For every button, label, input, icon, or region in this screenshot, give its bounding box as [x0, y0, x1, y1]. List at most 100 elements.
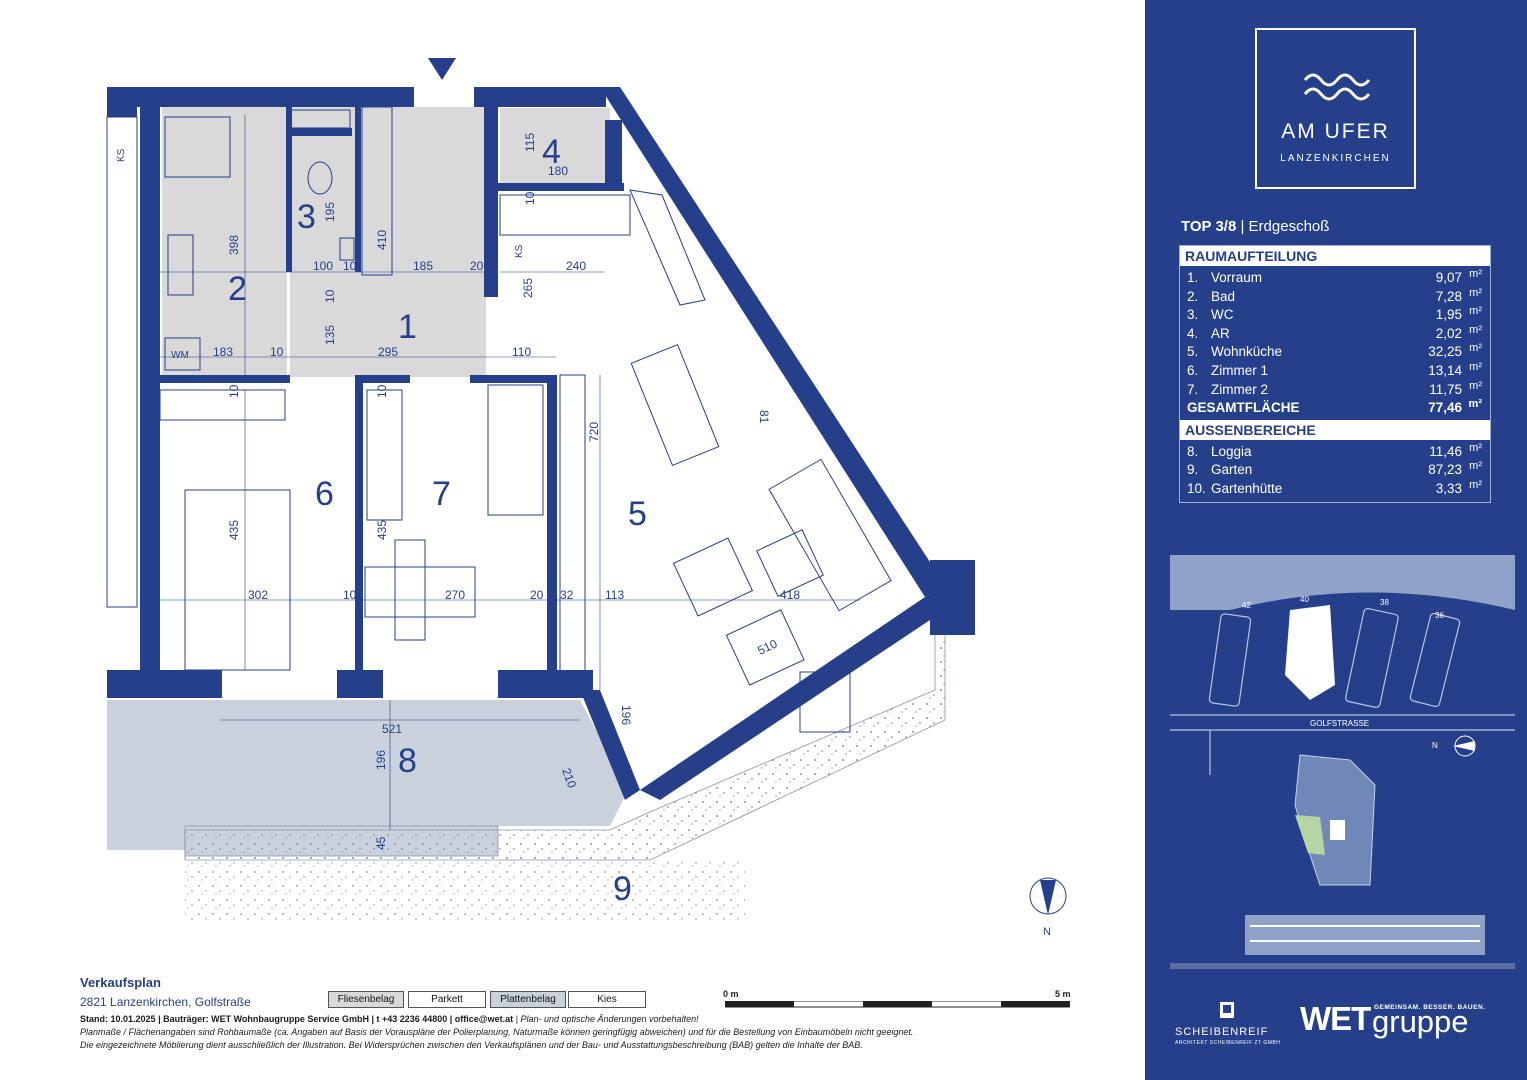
- legend-parkett: Parkett: [408, 991, 486, 1008]
- room-labels: 1 2 3 4 5 6 7 8 9: [228, 133, 647, 908]
- room-label-9: 9: [613, 870, 632, 908]
- room-name: Wohnküche: [1211, 344, 1283, 360]
- room-unit: m²: [1469, 379, 1482, 392]
- room-name: Zimmer 1: [1211, 362, 1268, 378]
- dim-180: 180: [548, 164, 568, 178]
- site-number-42: 42: [1242, 601, 1251, 610]
- room-label-1: 1: [398, 308, 417, 346]
- logo-title: AM UFER: [1281, 120, 1390, 143]
- storage-floor: [500, 108, 610, 183]
- dim-113: 113: [605, 588, 624, 602]
- dim-210: 210: [559, 766, 579, 790]
- outdoor-area: 87,23: [1428, 462, 1462, 478]
- dimension-lines: [160, 115, 860, 830]
- room-label-5: 5: [628, 495, 647, 533]
- total-label: GESAMTFLÄCHE: [1187, 400, 1300, 416]
- footer-title: Verkaufsplan: [80, 975, 161, 990]
- dim-435b: 435: [375, 520, 389, 540]
- outdoor-unit: m²: [1469, 478, 1482, 491]
- site-number-38: 38: [1380, 598, 1389, 607]
- outdoor-name: Gartenhütte: [1211, 480, 1283, 496]
- room-unit: m²: [1469, 305, 1482, 318]
- dim-10a: 10: [523, 191, 537, 205]
- dim-115: 115: [523, 133, 537, 152]
- total-unit: m²: [1468, 398, 1482, 411]
- credits: SCHEIBENREIF ARCHITEKT SCHEIBENREIF ZT G…: [1175, 1000, 1505, 1060]
- site-north-label: N: [1432, 741, 1438, 750]
- dim-45: 45: [374, 836, 388, 850]
- dim-183: 183: [213, 345, 233, 359]
- room-label-7: 7: [432, 475, 451, 513]
- dim-110: 110: [512, 345, 531, 359]
- logo: AM UFER LANZENKIRCHEN: [1255, 28, 1416, 189]
- entrance-arrow: [428, 58, 456, 80]
- outdoor-area: 3,33: [1435, 480, 1462, 496]
- dim-100: 100: [313, 259, 333, 273]
- dim-10g: 10: [343, 588, 357, 602]
- dim-240: 240: [566, 259, 586, 273]
- unit-number: TOP 3/8: [1181, 218, 1237, 235]
- scale-end: 5 m: [1055, 989, 1071, 999]
- loggia-floor: [107, 700, 628, 850]
- dim-295: 295: [378, 345, 398, 359]
- bath-floor: [162, 107, 287, 377]
- dim-195: 195: [323, 202, 337, 222]
- furniture: [159, 106, 892, 733]
- room-unit: m²: [1469, 268, 1482, 280]
- walls: [107, 87, 975, 800]
- footer: Verkaufsplan 2821 Lanzenkirchen, Golfstr…: [80, 975, 1140, 1075]
- architect-subtitle: ARCHITEKT SCHEIBENREIF ZT GMBH: [1175, 1040, 1281, 1046]
- waves-icon: [1303, 73, 1371, 101]
- room-label-4: 4: [542, 133, 561, 171]
- dim-20: 20: [470, 259, 484, 273]
- site-plan: 42 40 38 36 GOLFSTRASSE N: [1170, 555, 1515, 969]
- dim-510: 510: [755, 636, 779, 657]
- room-num: 1.: [1187, 270, 1199, 285]
- room-area: 13,14: [1428, 362, 1462, 378]
- outdoor-name: Loggia: [1211, 443, 1252, 459]
- site-number-36: 36: [1435, 611, 1444, 620]
- fixture-ks-1: KS: [116, 148, 127, 162]
- room-label-3: 3: [297, 198, 316, 236]
- room-num: 7.: [1187, 381, 1199, 397]
- room-area: 11,75: [1429, 381, 1462, 397]
- logo-subtitle: LANZENKIRCHEN: [1280, 153, 1391, 164]
- room-unit: m²: [1469, 286, 1482, 299]
- hall-floor: [290, 107, 486, 377]
- dim-10f: 10: [375, 384, 389, 398]
- site-north-icon: [1453, 735, 1476, 757]
- room-row: 7. Zimmer 2 11,75 m²: [1180, 380, 1490, 400]
- room-name: Zimmer 2: [1211, 381, 1268, 397]
- room-num: 3.: [1187, 307, 1199, 323]
- outdoor-area: 11,46: [1429, 443, 1462, 459]
- dim-10b: 10: [343, 259, 357, 273]
- dim-265: 265: [521, 278, 535, 298]
- room-label-6: 6: [315, 475, 334, 513]
- footer-date: Stand: 10.01.2025: [80, 1014, 156, 1024]
- dim-398: 398: [227, 235, 241, 255]
- architect-name: SCHEIBENREIF: [1175, 1026, 1269, 1038]
- footer-notes: Stand: 10.01.2025 | Bauträger: WET Wohnb…: [80, 1013, 913, 1052]
- floor-plan: 1 2 3 4 5 6 7 8 9 398 195 410 115 180 10…: [106, 58, 1067, 938]
- street-label: GOLFSTRASSE: [1310, 719, 1369, 728]
- room-name: WC: [1211, 307, 1234, 323]
- scale-start: 0 m: [723, 989, 739, 999]
- room-area: 7,28: [1435, 288, 1462, 304]
- fixture-labels: KS KS WM: [116, 148, 525, 361]
- outdoor-unit: m²: [1469, 441, 1482, 454]
- dim-521: 521: [382, 722, 402, 736]
- footer-address: 2821 Lanzenkirchen, Golfstraße: [80, 995, 251, 1009]
- total-area: 77,46: [1428, 400, 1462, 416]
- sidebar: AM UFER LANZENKIRCHEN TOP 3/8 | Erdgesch…: [1145, 0, 1527, 1080]
- north-arrow-icon: N: [1029, 877, 1067, 938]
- dim-32: 32: [560, 588, 574, 602]
- brand-tagline: GEMEINSAM. BESSER. BAUEN.: [1374, 1004, 1486, 1011]
- outdoor-num: 8.: [1187, 443, 1199, 459]
- fixture-ks-2: KS: [514, 244, 525, 258]
- dim-196b: 196: [374, 750, 388, 770]
